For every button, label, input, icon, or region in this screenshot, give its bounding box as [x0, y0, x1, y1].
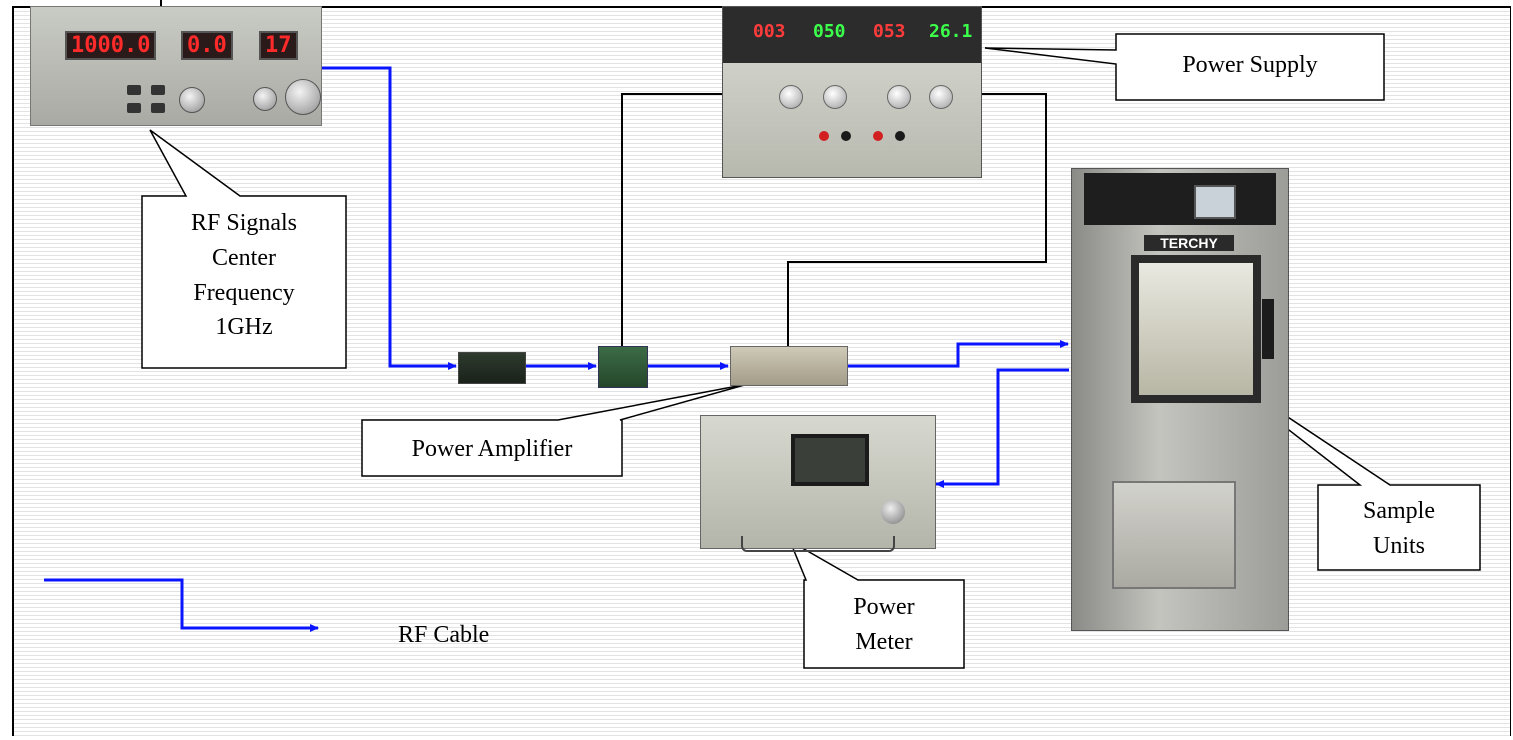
power-wire-left	[621, 93, 722, 346]
psu-readout-3: 053	[873, 21, 906, 42]
callout-power-supply-shape	[984, 33, 1385, 101]
siggen-button	[127, 103, 141, 113]
chamber-touchscreen	[1194, 185, 1236, 219]
power-meter-handle-icon	[741, 536, 895, 552]
power-supply-unit: 003 050 053 26.1	[722, 6, 982, 178]
callout-rf-signals: RF Signals Center Frequency 1GHz	[142, 206, 346, 345]
rf-cable-pamp-to-chamber	[846, 340, 1069, 368]
power-wire-right	[787, 93, 1047, 346]
environmental-test-chamber: TERCHY	[1071, 168, 1289, 631]
callout-rf-signals-shape	[141, 129, 347, 369]
siggen-knob-icon	[179, 87, 205, 113]
chamber-window	[1131, 255, 1261, 403]
rf-cable-siggen-to-mod1	[322, 66, 457, 370]
rf-module-driver-board	[598, 346, 648, 388]
psu-readout-4: 26.1	[929, 21, 973, 42]
power-meter-screen	[791, 434, 869, 486]
psu-red-jack-icon	[819, 131, 829, 141]
callout-sample-units: Sample Units	[1318, 494, 1480, 564]
callout-rf-signals-line-3: Frequency	[193, 279, 295, 306]
psu-knob-icon	[887, 85, 911, 109]
siggen-level-display: 0.0	[181, 31, 233, 60]
callout-rf-signals-line-2: Center	[212, 244, 276, 271]
siggen-output-connector-icon	[285, 79, 321, 115]
callout-power-meter-line-1: Power	[853, 594, 915, 620]
legend-rf-cable-line	[44, 578, 319, 632]
siggen-frequency-display: 1000.0	[65, 31, 157, 60]
chamber-brand-label: TERCHY	[1144, 235, 1234, 251]
callout-sample-units-line-1: Sample	[1363, 498, 1435, 524]
power-meter-device	[700, 415, 936, 552]
rf-cable-chamber-to-meter	[935, 368, 1069, 488]
psu-black-jack-icon	[895, 131, 905, 141]
psu-readout-2: 050	[813, 21, 846, 42]
psu-black-jack-icon	[841, 131, 851, 141]
callout-power-amplifier-shape	[361, 383, 749, 477]
siggen-button	[127, 85, 141, 95]
legend-rf-cable-label: RF Cable	[398, 622, 490, 648]
rf-signal-generator: 1000.0 0.0 17	[30, 6, 322, 126]
callout-power-amplifier: Power Amplifier	[411, 436, 573, 462]
siggen-knob-icon	[253, 87, 277, 111]
callout-power-supply: Power Supply	[1182, 52, 1318, 78]
psu-red-jack-icon	[873, 131, 883, 141]
callout-rf-signals-line-1: RF Signals	[190, 210, 298, 236]
psu-knob-icon	[779, 85, 803, 109]
callout-power-meter: Power Meter	[804, 590, 964, 660]
psu-knob-icon	[823, 85, 847, 109]
header-tab-mark	[160, 0, 170, 10]
siggen-button	[151, 103, 165, 113]
callout-sample-units-line-2: Units	[1372, 532, 1425, 559]
chamber-door-handle-icon	[1262, 299, 1274, 359]
chamber-lower-door	[1112, 481, 1236, 589]
callout-rf-signals-line-4: 1GHz	[215, 314, 273, 341]
power-meter-connector-icon	[881, 500, 905, 524]
psu-readout-1: 003	[753, 21, 786, 42]
callout-power-meter-shape	[788, 539, 965, 669]
siggen-channel-display: 17	[259, 31, 298, 60]
callout-power-meter-line-2: Meter	[855, 628, 913, 655]
chamber-control-panel	[1084, 173, 1276, 225]
siggen-button	[151, 85, 165, 95]
rf-module-attenuator	[458, 352, 526, 384]
psu-knob-icon	[929, 85, 953, 109]
power-amplifier-module	[730, 346, 848, 386]
